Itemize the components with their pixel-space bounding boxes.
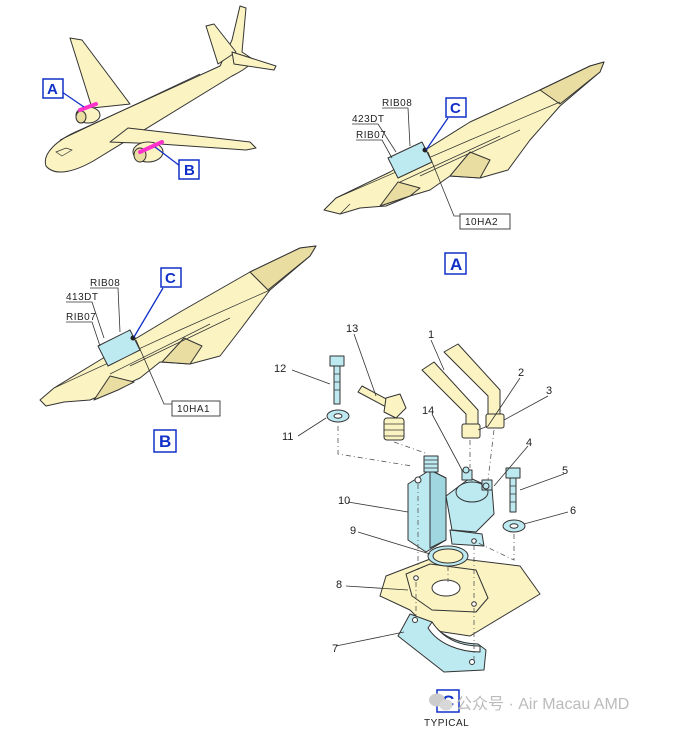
view-a-title: A	[450, 255, 462, 274]
callout-3: 3	[546, 385, 552, 397]
view-a-box	[42, 78, 64, 99]
view-b-label: B	[184, 162, 195, 179]
callout-9: 9	[350, 525, 356, 537]
callout-4: 4	[526, 437, 532, 449]
callout-13: 13	[346, 323, 358, 335]
ref-rib07-a: RIB07	[356, 130, 386, 141]
view-c-box-a	[445, 97, 467, 118]
wechat-icon	[429, 693, 453, 711]
ref-10ha2: 10HA2	[465, 217, 498, 228]
callout-2: 2	[518, 367, 524, 379]
callout-7: 7	[332, 643, 338, 655]
part-2-clip	[477, 425, 489, 431]
ref-rib08-b: RIB08	[90, 278, 120, 289]
ref-rib07-b: RIB07	[66, 312, 96, 323]
callout-14: 14	[422, 405, 434, 417]
view-b-title: B	[159, 432, 171, 451]
callout-11: 11	[282, 431, 293, 443]
pylon-view-b: RIB08 413DT RIB07 10HA1 C B	[39, 245, 317, 453]
ref-rib08-a: RIB08	[382, 98, 412, 109]
aircraft-overview: A B	[42, 5, 277, 180]
callout-8: 8	[336, 579, 342, 591]
view-a-title-box	[444, 252, 467, 275]
view-c-label-b: C	[165, 270, 176, 287]
watermark-text: 公众号 · Air Macau AMD	[456, 695, 629, 713]
callout-5: 5	[562, 465, 568, 477]
part-4-nut	[482, 482, 490, 490]
view-a-label: A	[47, 81, 58, 98]
watermark: 公众号 · Air Macau AMD	[429, 693, 629, 713]
typical-label: TYPICAL	[424, 718, 469, 729]
callout-12: 12	[274, 363, 286, 375]
pylon-highlight-left	[78, 102, 98, 112]
callout-6: 6	[570, 505, 576, 517]
callout-1: 1	[428, 329, 434, 341]
view-c-box-b	[160, 267, 182, 288]
part-12-bolt	[329, 355, 345, 367]
view-c-label-a: C	[450, 100, 461, 117]
ref-423dt: 423DT	[352, 114, 385, 125]
pylon-highlight-right	[138, 140, 164, 154]
pylon-view-a: RIB08 423DT RIB07 10HA2 C A	[323, 61, 605, 275]
exploded-view-c: 1 2 3 4 5 6 7 8 9 10 11 12 13 14 C TYPIC…	[274, 323, 576, 729]
view-b-title-box	[153, 429, 177, 453]
callout-10: 10	[338, 495, 350, 507]
view-b-box	[178, 159, 200, 180]
ref-10ha1: 10HA1	[177, 404, 210, 415]
part-14-nut	[462, 466, 470, 474]
ref-413dt: 413DT	[66, 292, 99, 303]
